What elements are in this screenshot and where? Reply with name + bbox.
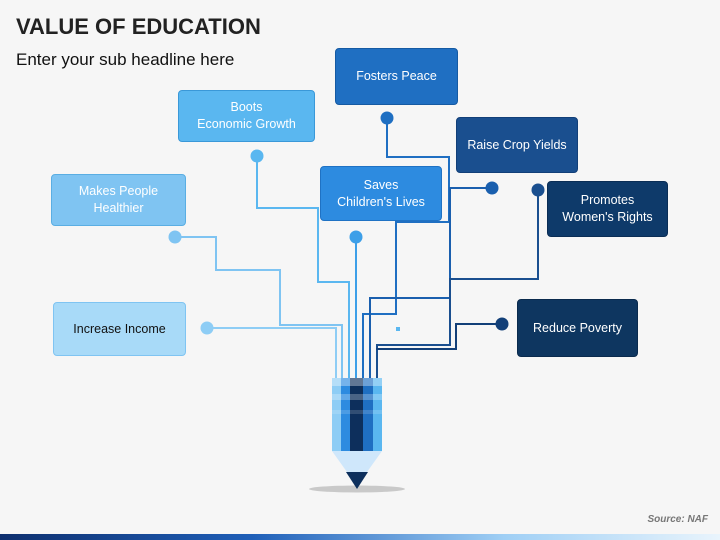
connector-fosters-peace [362, 117, 450, 379]
box-increase-income: Increase Income [53, 302, 186, 356]
pencil-icon [309, 378, 405, 493]
box-fosters-peace: Fosters Peace [335, 48, 458, 105]
small-square-mark [396, 327, 400, 331]
box-raise-crop-yields: Raise Crop Yields [456, 117, 578, 173]
page-subtitle: Enter your sub headline here [16, 50, 235, 69]
connector-boots-economic-growth [256, 155, 350, 379]
box-promotes-womens-rights: Promotes Women's Rights [547, 181, 668, 237]
connector-increase-income [206, 327, 337, 379]
connector-reduce-poverty [376, 323, 503, 350]
box-boots-economic-growth: Boots Economic Growth [178, 90, 315, 142]
dot-reduce-poverty [495, 317, 509, 331]
dot-raise-crop-yields [485, 181, 499, 195]
dot-increase-income [200, 321, 214, 335]
dot-makes-people-healthier [168, 230, 182, 244]
bottom-gradient-bar [0, 534, 720, 540]
box-reduce-poverty: Reduce Poverty [517, 299, 638, 357]
page-title: VALUE OF EDUCATION [16, 14, 261, 39]
connector-makes-people-healthier [174, 236, 343, 379]
connector-promotes-womens-rights [376, 189, 539, 379]
dot-promotes-womens-rights [531, 183, 545, 197]
dot-fosters-peace [380, 111, 394, 125]
box-saves-childrens-lives: Saves Children's Lives [320, 166, 442, 221]
box-makes-people-healthier: Makes People Healthier [51, 174, 186, 226]
dot-saves-childrens-lives [349, 230, 363, 244]
dot-boots-economic-growth [250, 149, 264, 163]
source-note: Source: NAF [647, 514, 708, 525]
